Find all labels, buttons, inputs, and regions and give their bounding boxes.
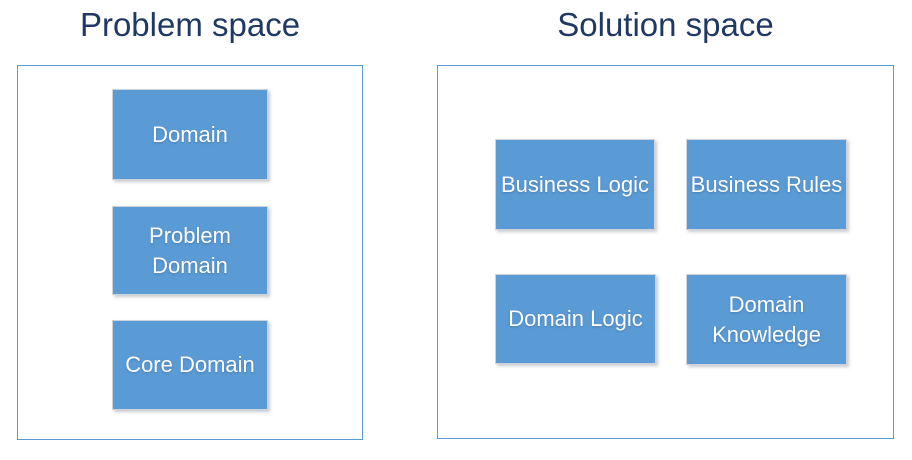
problem-space-container xyxy=(17,65,363,440)
box-core-domain: Core Domain xyxy=(112,320,268,410)
box-domain: Domain xyxy=(112,89,268,180)
box-domain-knowledge: Domain Knowledge xyxy=(686,274,847,365)
box-business-logic: Business Logic xyxy=(495,139,655,230)
box-business-rules: Business Rules xyxy=(686,139,847,230)
problem-space-title: Problem space xyxy=(79,6,301,43)
solution-space-container xyxy=(437,65,894,439)
box-domain-logic: Domain Logic xyxy=(495,274,656,364)
box-problem-domain: Problem Domain xyxy=(112,206,268,295)
solution-space-title: Solution space xyxy=(557,6,774,43)
